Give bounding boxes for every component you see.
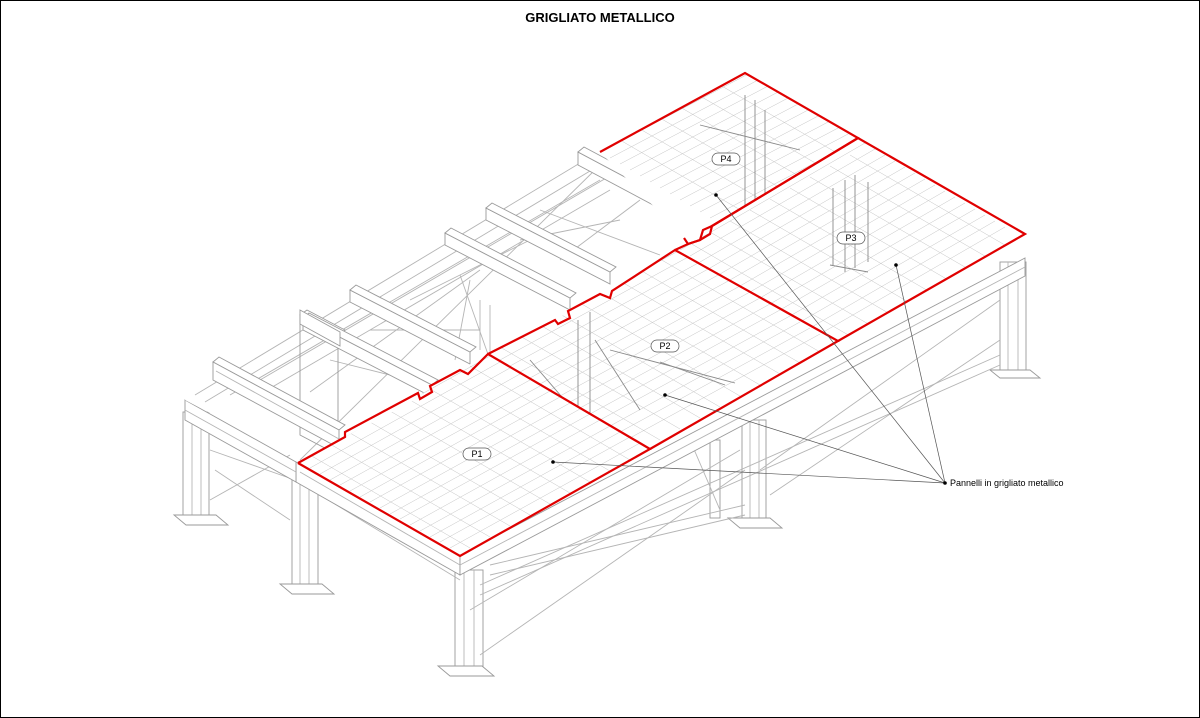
panel-tag-p3: P3 bbox=[836, 231, 866, 245]
callout-leaders bbox=[551, 193, 947, 485]
panel-tag-p4-label: P4 bbox=[720, 154, 731, 164]
edge-beams bbox=[184, 257, 1026, 576]
panel-tag-p4: P4 bbox=[711, 152, 741, 166]
bracing bbox=[209, 299, 1001, 656]
callout-text: Pannelli in grigliato metallico bbox=[950, 478, 1064, 488]
drawing-title: GRIGLIATO METALLICO bbox=[525, 10, 675, 25]
panel-tag-p2-label: P2 bbox=[659, 341, 670, 351]
panel-tag-p2: P2 bbox=[650, 339, 680, 353]
panel-tag-p1: P1 bbox=[462, 447, 492, 461]
panel-tag-p1-label: P1 bbox=[471, 449, 482, 459]
panel-tag-p3-label: P3 bbox=[845, 233, 856, 243]
panel-p4-outline bbox=[599, 71, 861, 246]
panel-outlines bbox=[297, 71, 1028, 558]
panel-p2-outline bbox=[487, 248, 841, 450]
